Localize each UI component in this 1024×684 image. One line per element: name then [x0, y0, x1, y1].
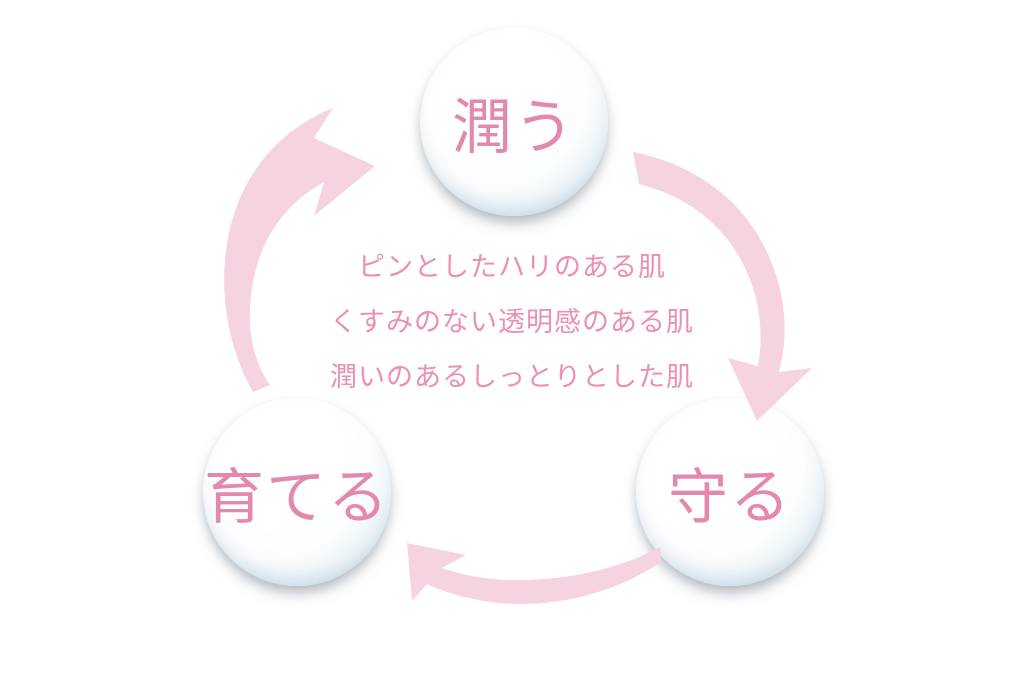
node-moisturize[interactable]: 潤う — [420, 28, 608, 216]
arrow-protect-to-nurture-icon — [407, 543, 661, 605]
node-protect[interactable]: 守る — [636, 398, 824, 586]
center-text-line-3: 潤いのあるしっとりとした肌 — [330, 362, 694, 392]
node-nurture[interactable]: 育てる — [203, 398, 391, 586]
center-text-line-1: ピンとしたハリのある肌 — [358, 252, 666, 282]
node-moisturize-label: 潤う — [452, 94, 576, 161]
center-text-line-2: くすみのない透明感のある肌 — [330, 307, 694, 337]
node-protect-label: 守る — [668, 464, 792, 531]
node-nurture-label: 育てる — [204, 464, 390, 531]
center-text-block: ピンとしたハリのある肌 くすみのない透明感のある肌 潤いのあるしっとりとした肌 — [262, 240, 762, 405]
